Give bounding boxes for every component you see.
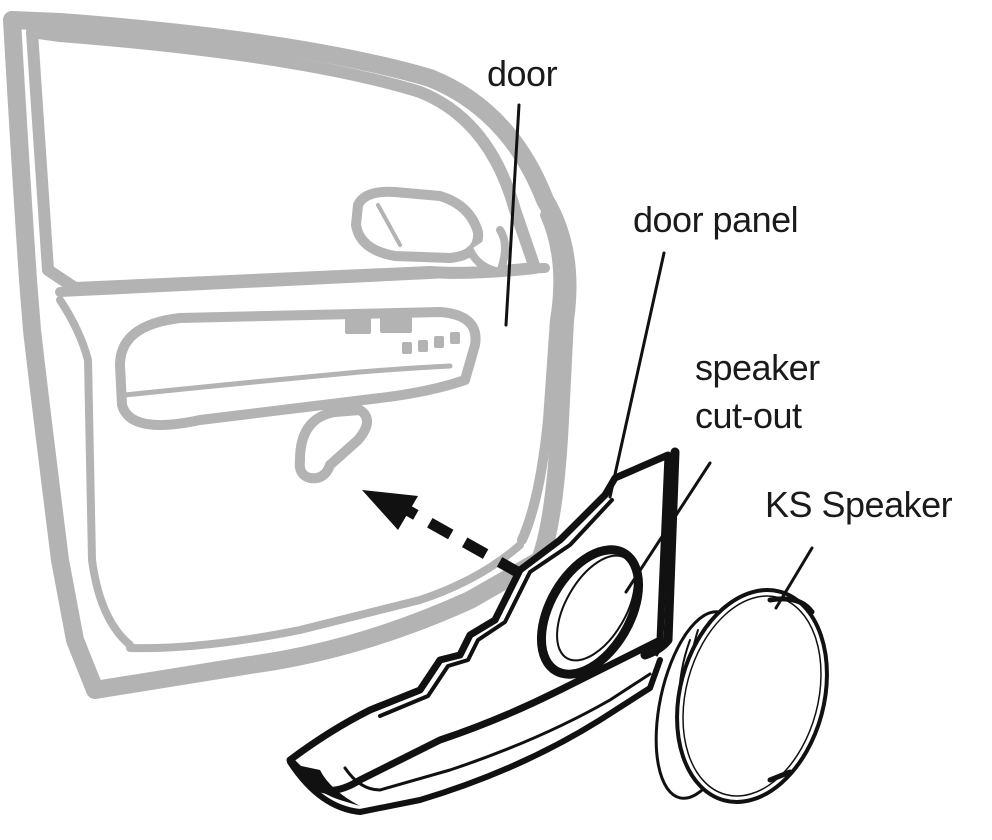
speaker-cutout-inner [556,554,636,662]
door-panel-inner-edge [378,498,614,718]
door-panel-bottom-pocket [287,657,663,815]
leader-door-panel [608,251,666,499]
speaker-rim-highlight [767,596,815,615]
label-door-panel: door panel [633,199,798,240]
door-panel-pocket-shadow [292,764,360,806]
window-switch-right [380,315,412,333]
leader-speaker-cutout [624,461,712,594]
door-panel-pocket-inner [343,672,652,792]
speaker-cutout [536,545,644,679]
leader-door [504,103,521,327]
side-mirror-mount [466,226,509,276]
arrow-head [362,490,418,530]
door-bottom-edge [126,541,524,653]
door-right-edge [517,210,564,545]
label-ks-speaker: KS Speaker [765,484,953,525]
armrest [115,307,481,430]
side-mirror-glass-line [376,203,402,247]
label-speaker-cutout-line2: cut-out [695,395,802,436]
door-handle [294,405,372,484]
side-mirror [351,186,484,263]
callout-leader-lines [504,103,814,610]
speaker-bottom-tab [767,769,793,783]
speaker-front-face [675,588,829,804]
door-panel-outer-lip [640,447,680,660]
ks-speaker-illustration [654,588,829,804]
label-door: door [487,53,558,94]
lock-switch-cluster [402,332,460,354]
window-switch-left [345,318,371,334]
armrest-lower-line [122,363,453,398]
leader-ks-speaker [774,546,814,610]
car-door-illustration [3,11,577,699]
label-speaker-cutout-line1: speaker [695,347,820,388]
door-inner-edge [56,296,134,649]
callout-labels: door door panel speaker cut-out KS Speak… [487,53,953,525]
door-panel-illustration [286,447,680,815]
